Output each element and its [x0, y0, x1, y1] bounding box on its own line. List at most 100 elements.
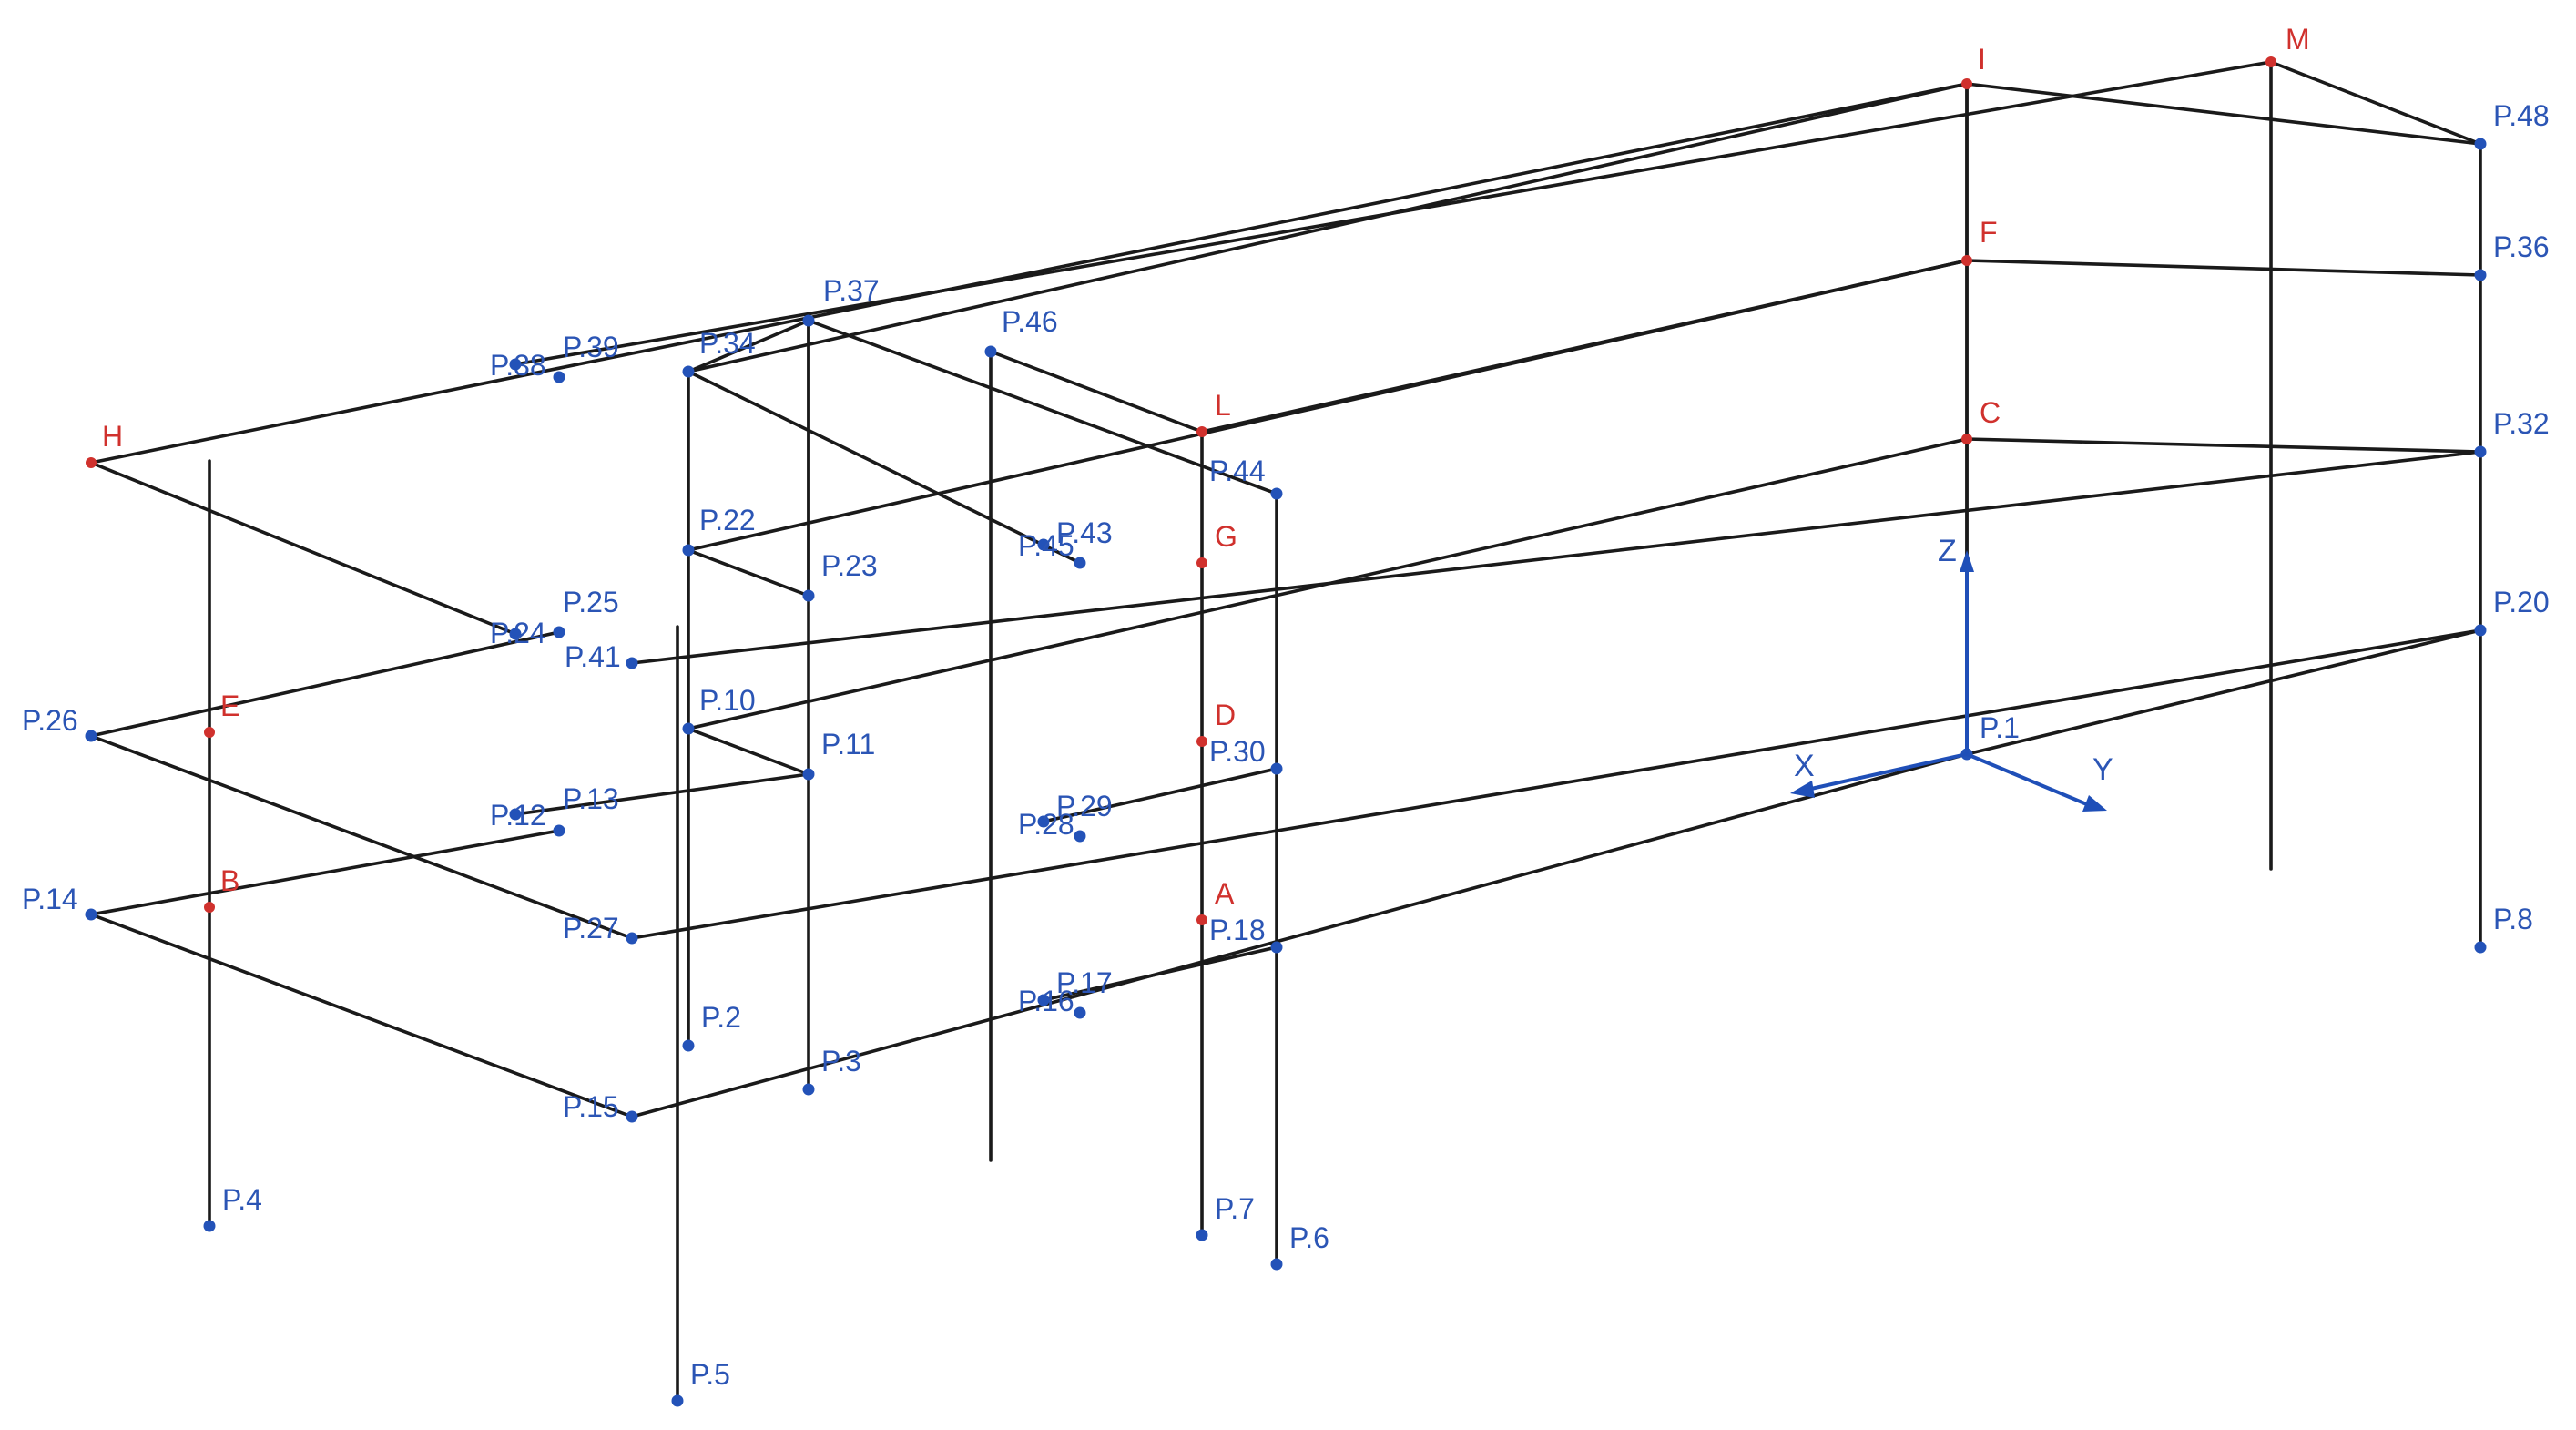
member-M-P48 — [2269, 60, 2482, 146]
node-p41 — [626, 657, 638, 669]
member-P26-P27 — [89, 734, 634, 940]
x-axis-line — [1802, 752, 1968, 792]
node-c — [1961, 434, 1972, 444]
z-axis-label: Z — [1938, 534, 1957, 568]
node-label-p10: P.10 — [699, 684, 756, 717]
node-label-i: I — [1978, 43, 1986, 76]
node-p16 — [1037, 994, 1050, 1006]
member-P34-P43 — [687, 370, 1082, 565]
member-P14-P15 — [89, 913, 634, 1118]
node-p37 — [802, 314, 815, 327]
member-P16-P18 — [1042, 945, 1278, 1002]
node-m — [2265, 56, 2276, 67]
node-label-p37: P.37 — [823, 274, 880, 307]
node-label-p27: P.27 — [563, 912, 619, 945]
node-p38 — [509, 358, 522, 371]
member-P22-P23 — [687, 548, 810, 598]
node-p17 — [1074, 1006, 1086, 1019]
node-p36 — [2474, 269, 2487, 281]
y-axis-arrowhead — [2082, 795, 2107, 812]
member-H-P24 — [89, 461, 517, 636]
node-p6 — [1270, 1258, 1283, 1271]
node-p46 — [984, 345, 997, 358]
node-p20 — [2474, 624, 2487, 637]
node-p39 — [553, 371, 565, 383]
frame-nodes — [85, 56, 2487, 1407]
node-p28 — [1037, 815, 1050, 828]
node-label-p16: P.16 — [1018, 985, 1074, 1017]
member-I-P48 — [1965, 82, 2482, 146]
node-label-l: L — [1215, 389, 1231, 422]
member-P41-P32 — [630, 450, 2482, 665]
node-p8 — [2474, 941, 2487, 954]
member-P34-P37 — [687, 319, 810, 373]
node-a — [1196, 914, 1207, 925]
x-axis-label: X — [1794, 749, 1815, 783]
node-label-p12: P.12 — [490, 799, 546, 832]
member-P10-P11 — [687, 727, 810, 776]
node-p22 — [682, 544, 695, 557]
node-label-p23: P.23 — [821, 549, 878, 582]
node-label-p39: P.39 — [563, 331, 619, 363]
node-p30 — [1270, 762, 1283, 775]
node-p25 — [553, 626, 565, 638]
node-label-p7: P.7 — [1215, 1192, 1255, 1225]
node-label-p3: P.3 — [821, 1045, 861, 1078]
node-label-p1: P.1 — [1980, 711, 2020, 744]
node-i — [1961, 78, 1972, 89]
node-label-p26: P.26 — [22, 704, 78, 737]
node-label-p46: P.46 — [1002, 305, 1058, 338]
node-label-p41: P.41 — [565, 640, 621, 673]
node-label-p17: P.17 — [1056, 966, 1113, 999]
node-label-d: D — [1215, 699, 1236, 731]
member-P28-P30 — [1042, 767, 1278, 823]
node-label-p22: P.22 — [699, 504, 756, 536]
node-label-p28: P.28 — [1018, 808, 1074, 841]
node-label-p43: P.43 — [1056, 516, 1113, 549]
node-p26 — [85, 730, 97, 742]
node-label-p29: P.29 — [1056, 790, 1113, 822]
node-p29 — [1074, 830, 1086, 843]
node-labels: IMFCLGDAHEBP.48P.36P.32P.20P.8P.1P.37P.4… — [22, 23, 2550, 1391]
node-p10 — [682, 722, 695, 735]
node-label-c: C — [1980, 396, 2001, 429]
node-label-m: M — [2286, 23, 2310, 56]
node-p34 — [682, 365, 695, 378]
member-P34-I — [687, 82, 1969, 373]
node-label-g: G — [1215, 520, 1237, 553]
node-label-p48: P.48 — [2493, 99, 2550, 132]
node-label-p36: P.36 — [2493, 230, 2550, 263]
member-P46-L — [989, 350, 1204, 434]
node-label-p4: P.4 — [222, 1183, 262, 1216]
node-label-p32: P.32 — [2493, 407, 2550, 440]
node-label-p38: P.38 — [490, 349, 546, 382]
node-p27 — [626, 932, 638, 945]
y-axis-line — [1966, 752, 2090, 807]
node-label-p20: P.20 — [2493, 586, 2550, 618]
node-l — [1196, 426, 1207, 437]
node-label-e: E — [220, 689, 239, 722]
node-p24 — [509, 628, 522, 640]
node-p32 — [2474, 445, 2487, 458]
member-P1-P20 — [1965, 628, 2482, 756]
member-H-I — [89, 82, 1969, 465]
node-label-h: H — [102, 420, 123, 453]
member-P14-P13 — [89, 829, 561, 916]
node-label-p13: P.13 — [563, 782, 619, 815]
global-axes-triad: Z X Y — [1790, 534, 2113, 812]
node-p43 — [1074, 557, 1086, 569]
node-label-p15: P.15 — [563, 1090, 619, 1123]
node-p5 — [671, 1394, 684, 1407]
node-label-p25: P.25 — [563, 586, 619, 618]
node-p11 — [802, 768, 815, 781]
node-p23 — [802, 589, 815, 602]
node-f — [1961, 255, 1972, 266]
node-p4 — [203, 1220, 216, 1232]
node-b — [204, 902, 215, 913]
node-label-p6: P.6 — [1289, 1221, 1329, 1254]
node-label-p44: P.44 — [1209, 455, 1266, 487]
member-P27-P20 — [630, 628, 2482, 940]
z-axis-arrowhead — [1960, 550, 1974, 572]
node-label-p18: P.18 — [1209, 914, 1266, 946]
node-p7 — [1196, 1229, 1208, 1241]
